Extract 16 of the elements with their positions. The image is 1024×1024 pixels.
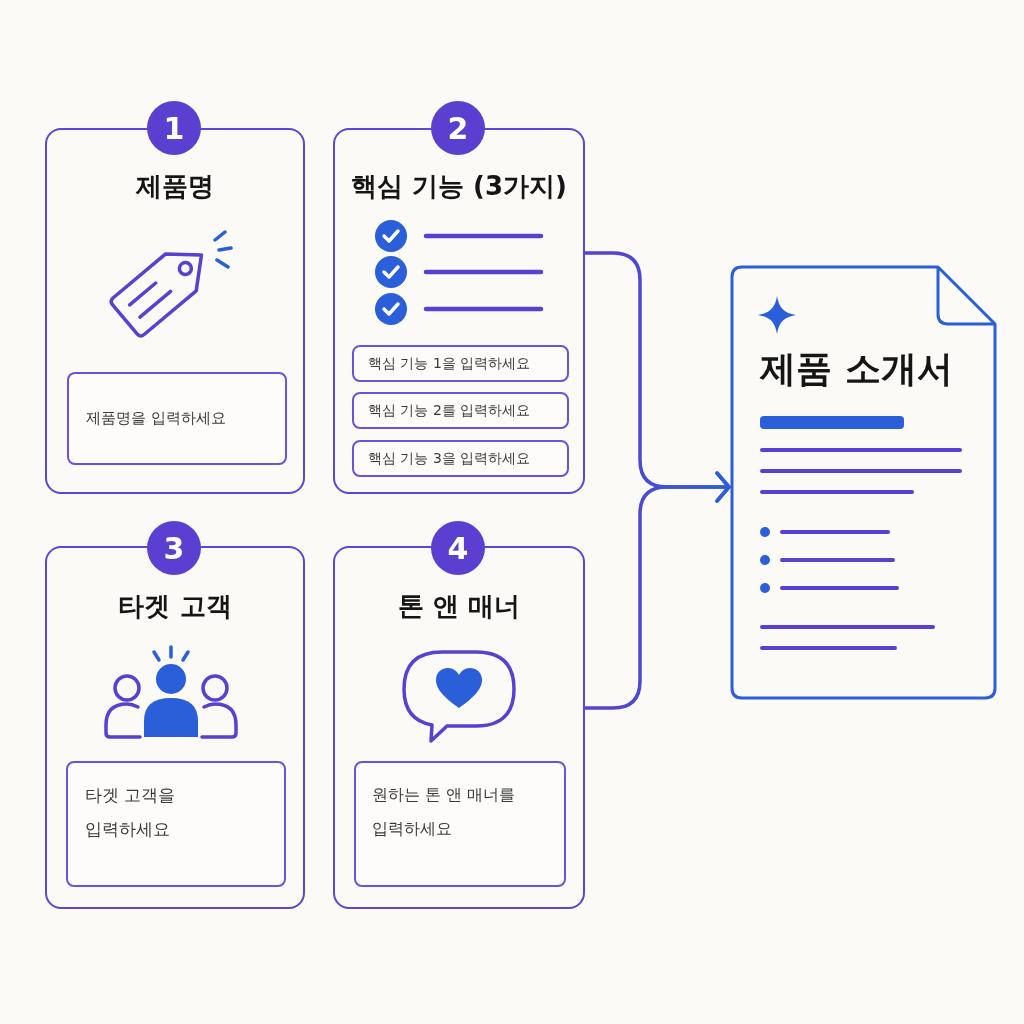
input-field: 원하는 톤 앤 매너를 입력하세요 bbox=[354, 761, 566, 887]
step-number: 2 bbox=[431, 101, 485, 155]
card-title: 제품명 bbox=[136, 170, 214, 203]
card-title: 타겟 고객 bbox=[118, 590, 232, 623]
step-number: 1 bbox=[147, 101, 201, 155]
document-title: 제품 소개서 bbox=[760, 347, 953, 391]
input-field: 타겟 고객을 입력하세요 bbox=[66, 761, 286, 887]
input-field: 핵심 기능 1을 입력하세요 bbox=[352, 345, 569, 382]
input-field: 제품명을 입력하세요 bbox=[67, 372, 287, 465]
connector-arrow bbox=[583, 471, 731, 710]
card-title: 핵심 기능 (3가지) bbox=[351, 170, 567, 203]
input-field: 핵심 기능 3을 입력하세요 bbox=[352, 440, 569, 477]
input-field: 핵심 기능 2를 입력하세요 bbox=[352, 392, 569, 429]
step-number: 4 bbox=[431, 521, 485, 575]
card-title: 톤 앤 매너 bbox=[397, 590, 521, 623]
step-number: 3 bbox=[147, 521, 201, 575]
